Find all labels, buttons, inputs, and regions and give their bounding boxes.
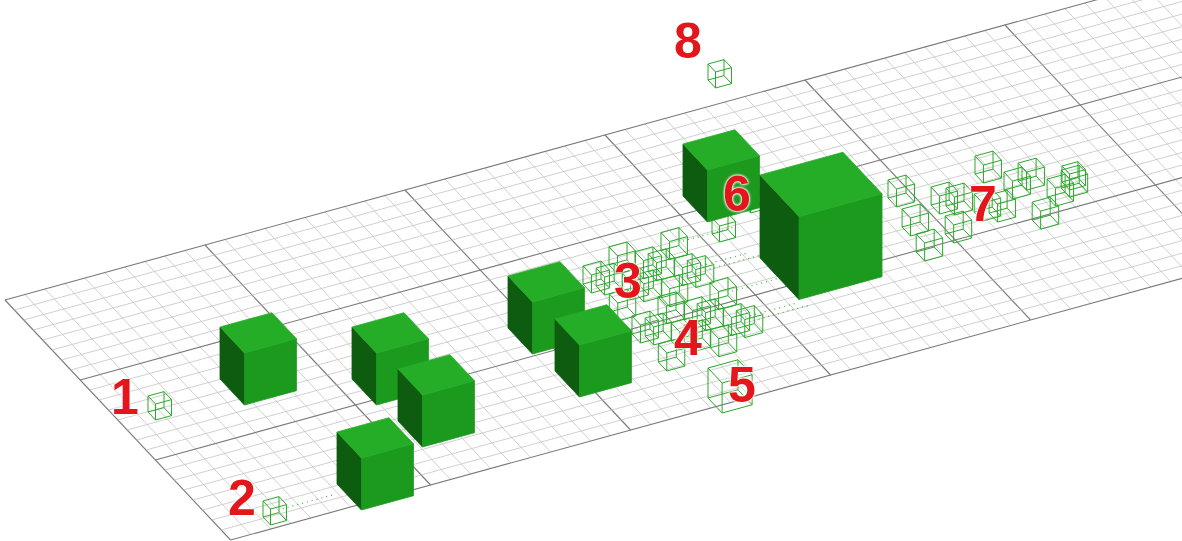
wireframe-cube [1018,158,1044,190]
callout-number: 2 [228,473,256,523]
grid-line [445,179,671,419]
grid-line [108,80,1182,410]
grid-line [155,130,1182,460]
grid-line [61,30,1182,360]
wireframe-cube [645,313,671,345]
grid-line [165,140,1182,470]
grid-line [25,295,251,535]
solid-cubes [220,130,882,510]
cube-face [220,313,296,353]
wireframe-cube [916,229,942,261]
callout-number: 4 [674,313,702,363]
wireframe-cube [1061,165,1087,197]
motion-trail [745,303,795,317]
grid-line [118,90,1182,420]
grid-line [231,210,1182,540]
grid-line [221,200,1182,530]
grid-line [1165,0,1182,221]
grid-line [485,168,711,408]
cube-face [508,262,584,302]
grid-line [184,160,1182,490]
grid-line [1025,20,1182,260]
grid-line [465,174,691,414]
motion-trail [683,227,733,241]
grid-line [174,150,1182,480]
grid-line [5,0,1182,300]
grid-line [5,300,231,540]
grid-line [52,20,1182,350]
wireframe-cube [888,175,914,207]
cube-face [760,152,882,216]
cube-face [683,130,759,170]
cube-face [352,313,428,353]
grid-line [71,40,1182,370]
grid-line [212,190,1182,520]
wireframe-cube [945,211,971,243]
grid-line [125,267,351,507]
wireframe-cube [931,182,957,214]
grid-line [80,50,1182,380]
grid-line [1105,0,1182,238]
wireframe-cube [710,278,736,310]
cube-face [555,305,631,345]
callout-number: 8 [674,16,702,66]
grid-line [1005,25,1182,265]
grid-line [265,229,491,469]
wireframe-cube [710,325,736,357]
grid-line [33,0,1182,330]
callout-number: 6 [723,169,751,219]
grid-line [43,10,1182,340]
grid-line [725,102,951,342]
callout-number: 1 [111,372,139,422]
callout-number: 7 [969,179,997,229]
motion-trail [283,495,333,509]
wireframe-cube [661,228,687,260]
grid-line [745,97,971,337]
wireframe-cube [648,249,674,281]
grid-line [865,64,1091,304]
callout-number: 5 [728,360,756,410]
wireframe-cube [263,497,287,525]
grid-line [146,120,1182,450]
grid-line [24,0,1182,320]
motion-trail [759,305,809,319]
grid-line [137,110,1182,440]
wireframe-cube [946,183,972,215]
grid-line [1145,0,1182,227]
wireframe-cube [736,306,762,338]
grid-line [305,218,531,458]
grid-line [905,53,1131,293]
motion-trail [696,253,746,267]
motion-trail [710,255,760,269]
cube-face [398,355,474,395]
grid-line [285,223,511,463]
ground-grid [5,0,1182,540]
wireframe-cube [148,392,172,420]
wireframe-cube [1032,197,1058,229]
wireframe-cubes [148,60,1088,525]
grid-line [127,100,1182,430]
cube-face [337,418,413,458]
grid-line [202,180,1182,510]
callout-number: 3 [614,256,642,306]
wireframe-cube [708,60,732,88]
motion-trail [732,277,782,291]
